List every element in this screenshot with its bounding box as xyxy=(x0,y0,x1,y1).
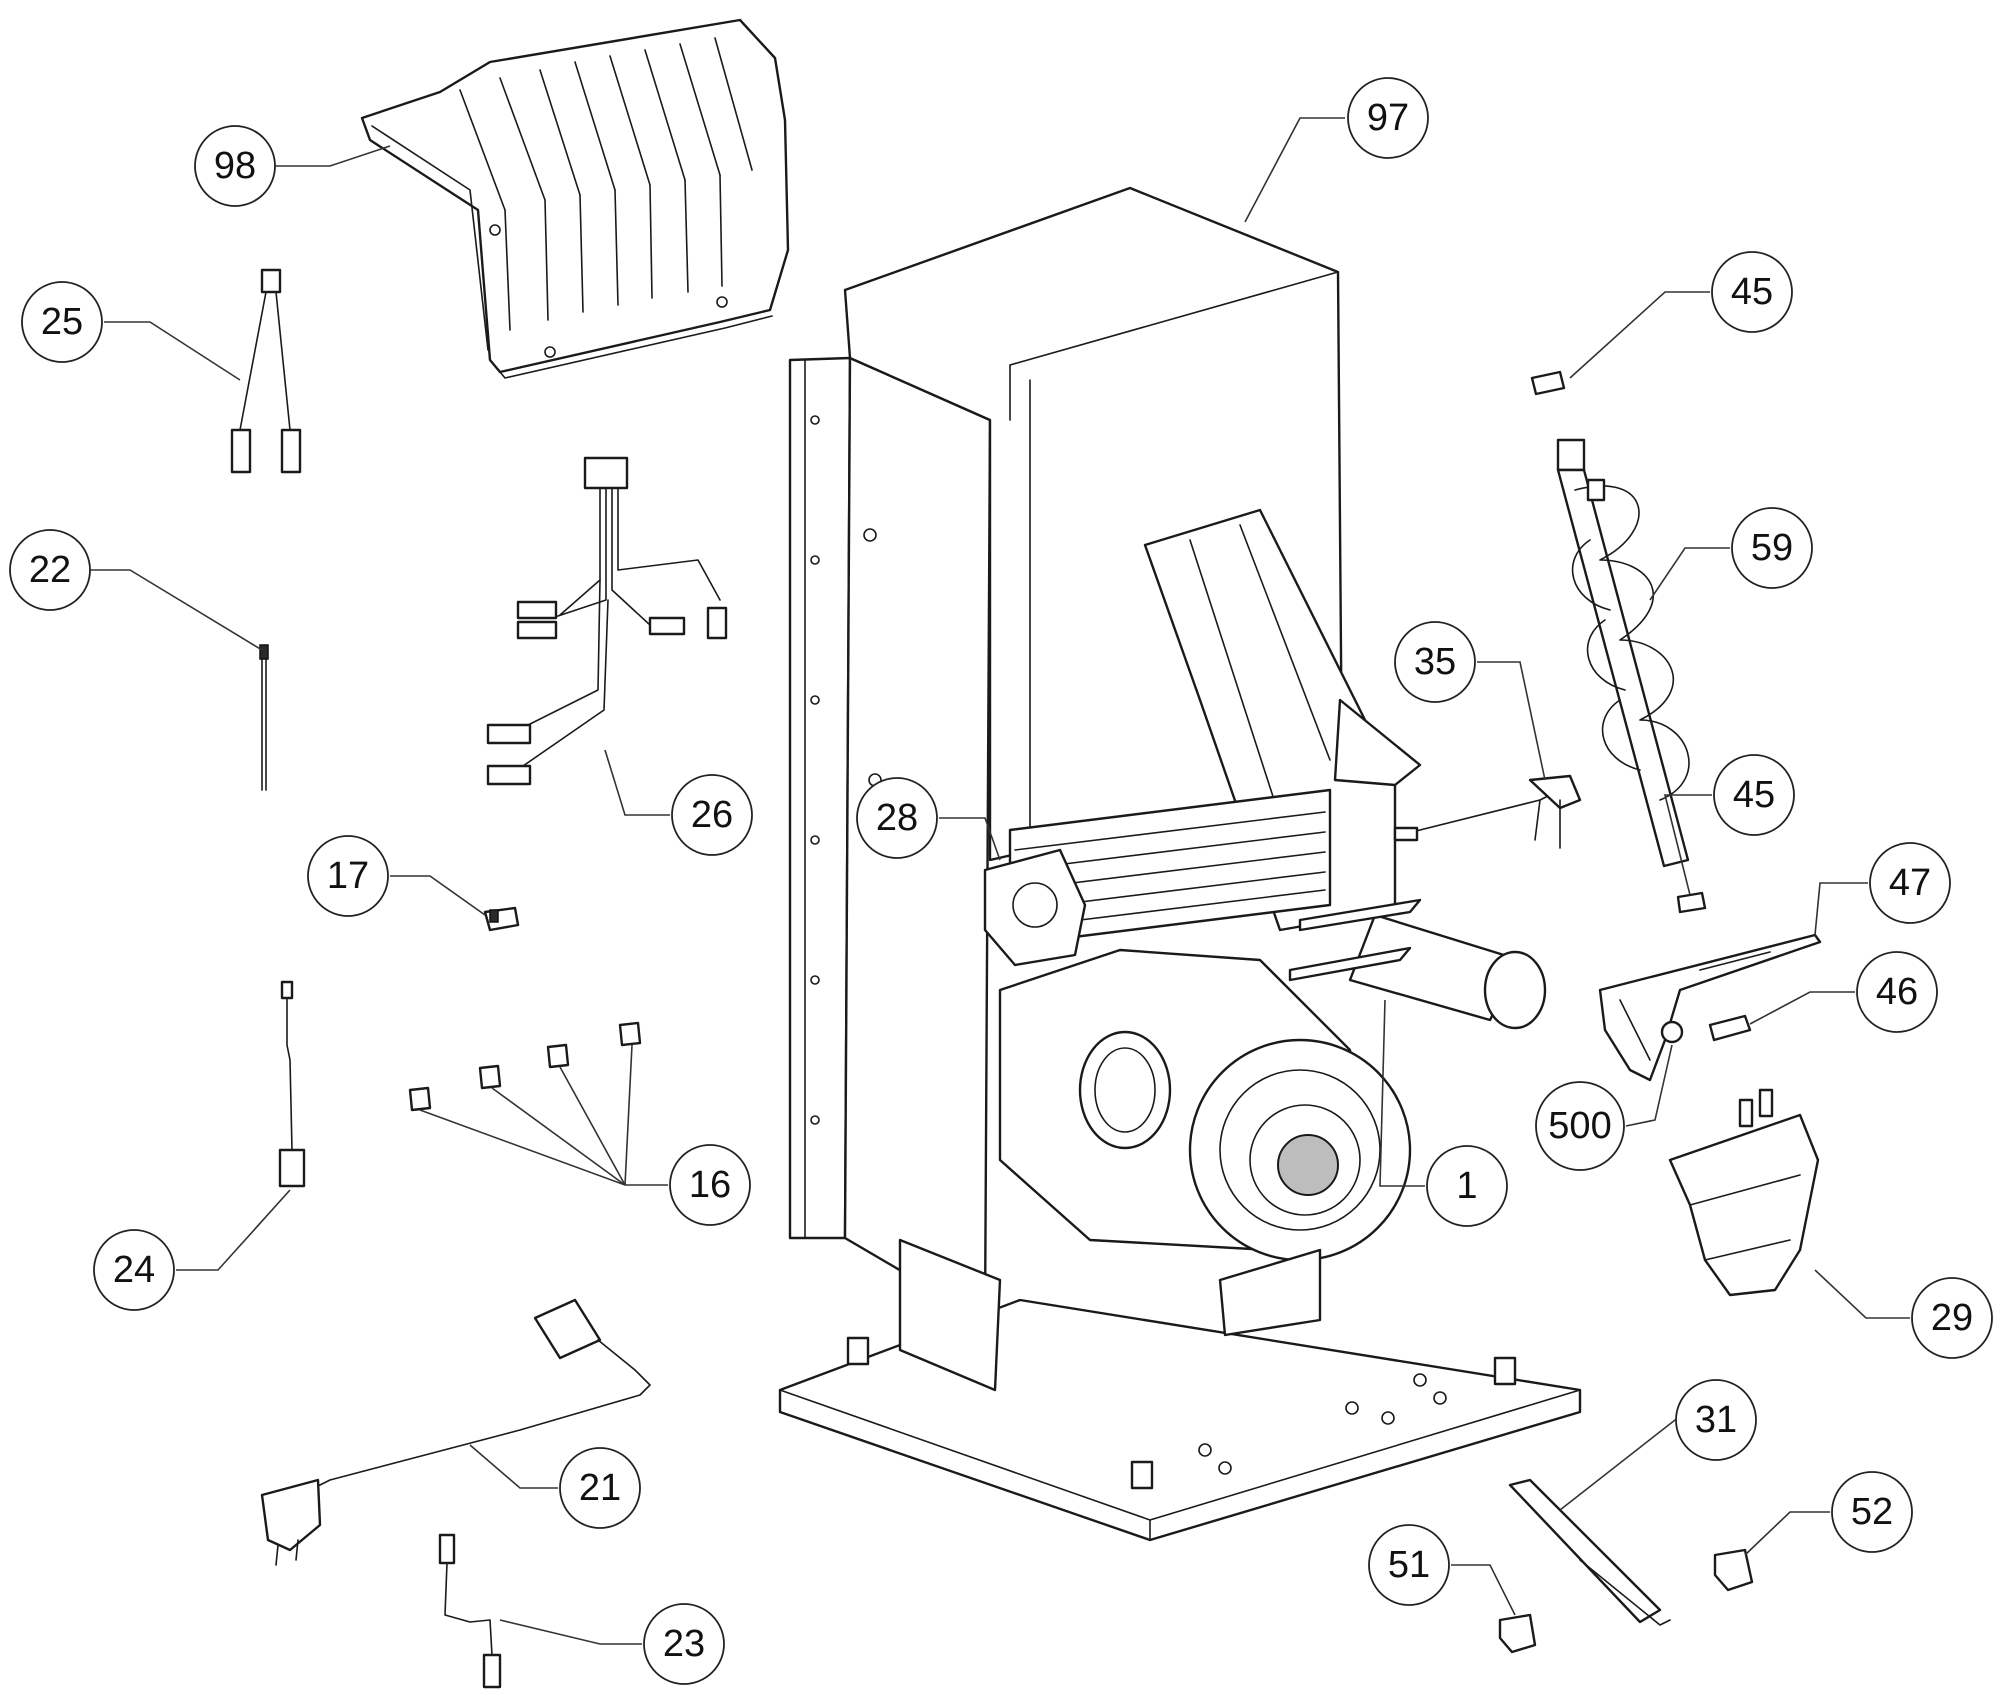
callout-59: 59 xyxy=(1731,507,1813,589)
callout-500-label: 500 xyxy=(1548,1105,1611,1147)
callout-23: 23 xyxy=(643,1603,725,1685)
leader-28 xyxy=(939,817,1001,861)
callout-17-label: 17 xyxy=(327,855,369,897)
callout-35-label: 35 xyxy=(1414,641,1456,683)
leader-24 xyxy=(176,1189,291,1271)
leader-16c xyxy=(559,1066,626,1186)
callout-24-label: 24 xyxy=(113,1249,155,1291)
leader-59 xyxy=(1649,547,1730,601)
callout-16-label: 16 xyxy=(689,1164,731,1206)
callout-45a: 45 xyxy=(1711,251,1793,333)
callout-98-label: 98 xyxy=(214,145,256,187)
leader-52 xyxy=(1744,1511,1830,1556)
callout-52-label: 52 xyxy=(1851,1491,1893,1533)
leader-29 xyxy=(1814,1269,1910,1319)
part-52-clip xyxy=(1713,1548,1754,1592)
callout-22-label: 22 xyxy=(29,549,71,591)
callout-46: 46 xyxy=(1856,951,1938,1033)
part-59-auger xyxy=(1556,438,1690,868)
callout-23-label: 23 xyxy=(663,1623,705,1665)
part-24-lead xyxy=(278,980,306,1188)
leader-35 xyxy=(1477,661,1546,781)
leader-51 xyxy=(1451,1564,1516,1616)
part-97-main-body xyxy=(778,186,1582,1542)
part-46-pin xyxy=(1708,1014,1752,1042)
part-29-gear-motor xyxy=(1668,1088,1820,1297)
leader-16a xyxy=(419,1109,668,1186)
leader-47 xyxy=(1814,882,1868,936)
callout-35: 35 xyxy=(1394,621,1476,703)
callout-52: 52 xyxy=(1831,1471,1913,1553)
callout-17: 17 xyxy=(307,835,389,917)
callout-25: 25 xyxy=(21,281,103,363)
callout-97: 97 xyxy=(1347,77,1429,159)
callout-21: 21 xyxy=(559,1447,641,1529)
leader-17 xyxy=(390,875,486,916)
part-23-lead xyxy=(438,1533,502,1689)
callout-26: 26 xyxy=(671,774,753,856)
part-98-hopper-cover xyxy=(360,18,790,379)
callout-29-label: 29 xyxy=(1931,1297,1973,1339)
callout-98: 98 xyxy=(194,125,276,207)
part-31-igniter-rod xyxy=(1508,1478,1671,1626)
leader-98 xyxy=(272,145,391,167)
callout-28-label: 28 xyxy=(876,797,918,839)
part-47-bracket-plate xyxy=(1598,933,1822,1082)
part-45-block-top xyxy=(1530,370,1566,396)
callout-26-label: 26 xyxy=(691,794,733,836)
part-35-sensor-bracket xyxy=(1393,774,1582,849)
callout-500: 500 xyxy=(1535,1081,1625,1171)
callout-97-label: 97 xyxy=(1367,97,1409,139)
leader-45a xyxy=(1569,291,1710,379)
callout-47-label: 47 xyxy=(1889,862,1931,904)
callout-51-label: 51 xyxy=(1388,1544,1430,1586)
callout-45a-label: 45 xyxy=(1731,271,1773,313)
leader-25 xyxy=(104,321,241,381)
callout-1-label: 1 xyxy=(1456,1165,1477,1207)
part-51-clip xyxy=(1498,1613,1537,1654)
callout-31-label: 31 xyxy=(1695,1399,1737,1441)
part-500-screw xyxy=(1660,1020,1684,1044)
leader-500 xyxy=(1625,1044,1673,1127)
callout-46-label: 46 xyxy=(1876,971,1918,1013)
callout-47: 47 xyxy=(1869,842,1951,924)
callout-1: 1 xyxy=(1426,1145,1508,1227)
callout-45b-label: 45 xyxy=(1733,774,1775,816)
part-22-sensor-rod xyxy=(259,644,269,791)
leader-1 xyxy=(1379,999,1425,1187)
leader-lines xyxy=(86,117,1910,1645)
leader-16d xyxy=(624,1044,633,1186)
leader-26 xyxy=(604,749,670,816)
callouts: 98 97 25 45 22 59 35 26 28 45 17 47 46 5… xyxy=(9,77,1993,1685)
callout-24: 24 xyxy=(93,1229,175,1311)
callout-28: 28 xyxy=(856,777,938,859)
leader-21 xyxy=(469,1444,558,1489)
callout-25-label: 25 xyxy=(41,301,83,343)
callout-51: 51 xyxy=(1368,1524,1450,1606)
callout-31: 31 xyxy=(1675,1379,1757,1461)
leader-22 xyxy=(86,569,263,651)
callout-16: 16 xyxy=(669,1144,751,1226)
callout-59-label: 59 xyxy=(1751,527,1793,569)
leader-45b xyxy=(1663,794,1712,896)
callout-22: 22 xyxy=(9,529,91,611)
part-17-clip xyxy=(483,906,520,932)
callout-29: 29 xyxy=(1911,1277,1993,1359)
leader-16b xyxy=(491,1087,626,1186)
part-45-block-lower xyxy=(1676,891,1707,914)
part-21-power-cord xyxy=(260,1298,651,1566)
part-26-wiring-harness xyxy=(486,456,728,786)
callout-45b: 45 xyxy=(1713,754,1795,836)
leader-97 xyxy=(1244,117,1345,223)
part-16-clips xyxy=(408,1021,642,1112)
leader-23 xyxy=(499,1619,642,1645)
callout-21-label: 21 xyxy=(579,1467,621,1509)
part-25-cable xyxy=(230,268,302,474)
leader-46 xyxy=(1749,991,1855,1025)
